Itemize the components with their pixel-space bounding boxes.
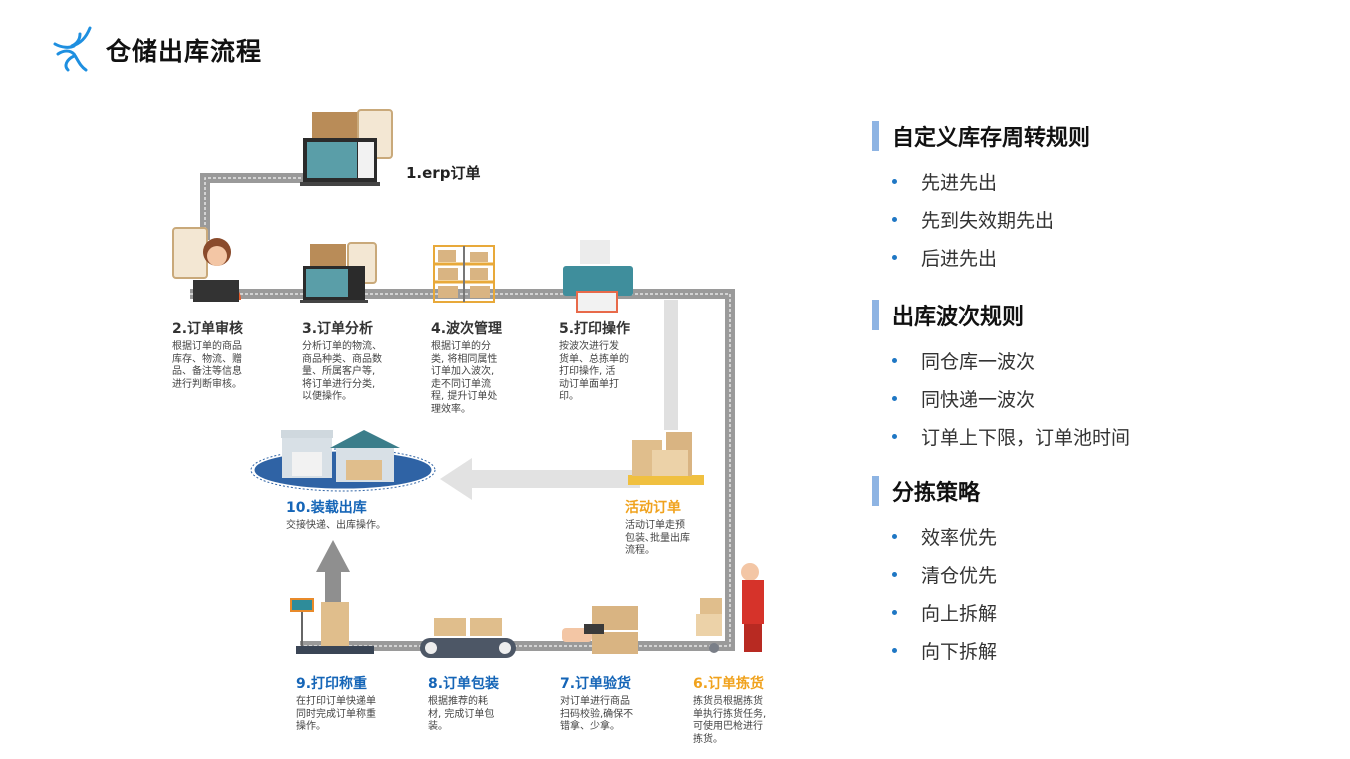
- section-accent-bar: [872, 300, 879, 330]
- step-9-title: 9.打印称重: [296, 676, 368, 692]
- step-10: 10.装载出库 交接快递、出库操作。: [286, 497, 386, 533]
- arrow-up-icon: [316, 540, 350, 610]
- step-6-title: 6.订单拣货: [693, 676, 765, 692]
- step-2-desc: 根据订单的商品 库存、物流、赠 品、备注等信息 进行判断审核。: [172, 341, 242, 390]
- step-4-desc: 根据订单的分 类, 将相同属性 订单加入波次, 走不同订单流 程, 提升订单处 …: [431, 341, 498, 415]
- bullet-icon: [892, 609, 897, 615]
- step-5: 5.打印操作 按波次进行发 货单、总拣单的 打印操作, 活 动订单面单打 印。: [559, 318, 630, 404]
- list-item: 清仓优先: [892, 555, 997, 593]
- bullet-icon: [892, 178, 897, 184]
- rules-section-wave: 出库波次规则 同仓库一波次 同快递一波次 订单上下限，订单池时间: [872, 299, 1130, 455]
- bullet-icon: [892, 357, 897, 363]
- active-order-desc: 活动订单走预 包装､批量出库 流程。: [625, 520, 690, 556]
- section-accent-bar: [872, 121, 879, 151]
- list-item: 效率优先: [892, 517, 997, 555]
- step-4: 4.波次管理 根据订单的分 类, 将相同属性 订单加入波次, 走不同订单流 程,…: [431, 318, 502, 416]
- weighing-scale-icon: [290, 598, 374, 654]
- active-order-lane: [664, 300, 678, 430]
- bullet-icon: [892, 395, 897, 401]
- step-5-title: 5.打印操作: [559, 321, 631, 337]
- step-9: 9.打印称重 在打印订单快递单 同时完成订单称重 操作。: [296, 673, 376, 734]
- step-7: 7.订单验货 对订单进行商品 扫码校验,确保不 错拿、少拿。: [560, 673, 633, 734]
- list-item: 同快递一波次: [892, 379, 1130, 417]
- step-5-desc: 按波次进行发 货单、总拣单的 打印操作, 活 动订单面单打 印。: [559, 341, 629, 402]
- list-item: 同仓库一波次: [892, 341, 1130, 379]
- arrow-left-icon: [440, 458, 640, 500]
- bullet-icon: [892, 433, 897, 439]
- step-6: 6.订单拣货 拣货员根据拣货 单执行拣货任务, 可使用巴枪进行 拣货。: [693, 673, 766, 746]
- list-item: 向上拆解: [892, 593, 997, 631]
- step-8: 8.订单包装 根据推荐的耗 材, 完成订单包 装。: [428, 673, 499, 734]
- step-3: 3.订单分析 分析订单的物流、 商品种类、商品数 量、所属客户等, 将订单进行分…: [302, 318, 382, 404]
- step-3-desc: 分析订单的物流、 商品种类、商品数 量、所属客户等, 将订单进行分类, 以便操作…: [302, 341, 382, 402]
- step-8-title: 8.订单包装: [428, 676, 500, 692]
- active-order-title: 活动订单: [625, 500, 681, 516]
- printer-icon: [563, 240, 633, 313]
- erp-laptop-icon: [300, 109, 393, 186]
- rules-section-picking: 分拣策略 效率优先 清仓优先 向上拆解 向下拆解: [872, 475, 997, 669]
- rules-section-inventory: 自定义库存周转规则 先进先出 先到失效期先出 后进先出: [872, 120, 1090, 276]
- section-accent-bar: [872, 476, 879, 506]
- bullet-icon: [892, 216, 897, 222]
- step-1-title: 1.erp订单: [406, 164, 481, 182]
- list-item: 先进先出: [892, 162, 1090, 200]
- conveyor-belt-icon: [420, 618, 516, 658]
- rule-list: 同仓库一波次 同快递一波次 订单上下限，订单池时间: [892, 341, 1130, 455]
- list-item: 后进先出: [892, 238, 1090, 276]
- bullet-icon: [892, 647, 897, 653]
- pallet-boxes-icon: [628, 432, 704, 485]
- picker-worker-icon: [696, 563, 764, 653]
- reviewer-person-icon: [172, 227, 241, 302]
- step-10-title: 10.装载出库: [286, 500, 367, 516]
- step-3-title: 3.订单分析: [302, 321, 374, 337]
- page-title: 仓储出库流程: [106, 37, 263, 66]
- step-10-desc: 交接快递、出库操作。: [286, 520, 386, 531]
- list-item: 向下拆解: [892, 631, 997, 669]
- step-8-desc: 根据推荐的耗 材, 完成订单包 装。: [428, 696, 495, 732]
- step-2: 2.订单审核 根据订单的商品 库存、物流、赠 品、备注等信息 进行判断审核。: [172, 318, 243, 391]
- section-title: 分拣策略: [892, 480, 981, 506]
- antler-logo-icon: [53, 26, 92, 72]
- list-item: 订单上下限，订单池时间: [892, 417, 1130, 455]
- step-9-desc: 在打印订单快递单 同时完成订单称重 操作。: [296, 696, 376, 732]
- barcode-scanner-icon: [562, 606, 638, 654]
- outbound-flow-diagram: [172, 109, 764, 658]
- wave-shelf-icon: [433, 245, 495, 303]
- step-6-desc: 拣货员根据拣货 单执行拣货任务, 可使用巴枪进行 拣货。: [693, 696, 767, 745]
- step-7-title: 7.订单验货: [560, 676, 632, 692]
- bullet-icon: [892, 571, 897, 577]
- bullet-icon: [892, 254, 897, 260]
- rule-list: 效率优先 清仓优先 向上拆解 向下拆解: [892, 517, 997, 669]
- section-title: 出库波次规则: [892, 304, 1025, 330]
- section-title: 自定义库存周转规则: [892, 125, 1091, 151]
- step-2-title: 2.订单审核: [172, 321, 244, 337]
- warehouse-icon: [250, 430, 436, 492]
- rule-list: 先进先出 先到失效期先出 后进先出: [892, 162, 1090, 276]
- list-item: 先到失效期先出: [892, 200, 1090, 238]
- step-4-title: 4.波次管理: [431, 321, 503, 337]
- step-7-desc: 对订单进行商品 扫码校验,确保不 错拿、少拿。: [560, 696, 634, 732]
- step-active-order: 活动订单 活动订单走预 包装､批量出库 流程。: [625, 497, 690, 558]
- analysis-laptop-icon: [300, 242, 377, 303]
- bullet-icon: [892, 533, 897, 539]
